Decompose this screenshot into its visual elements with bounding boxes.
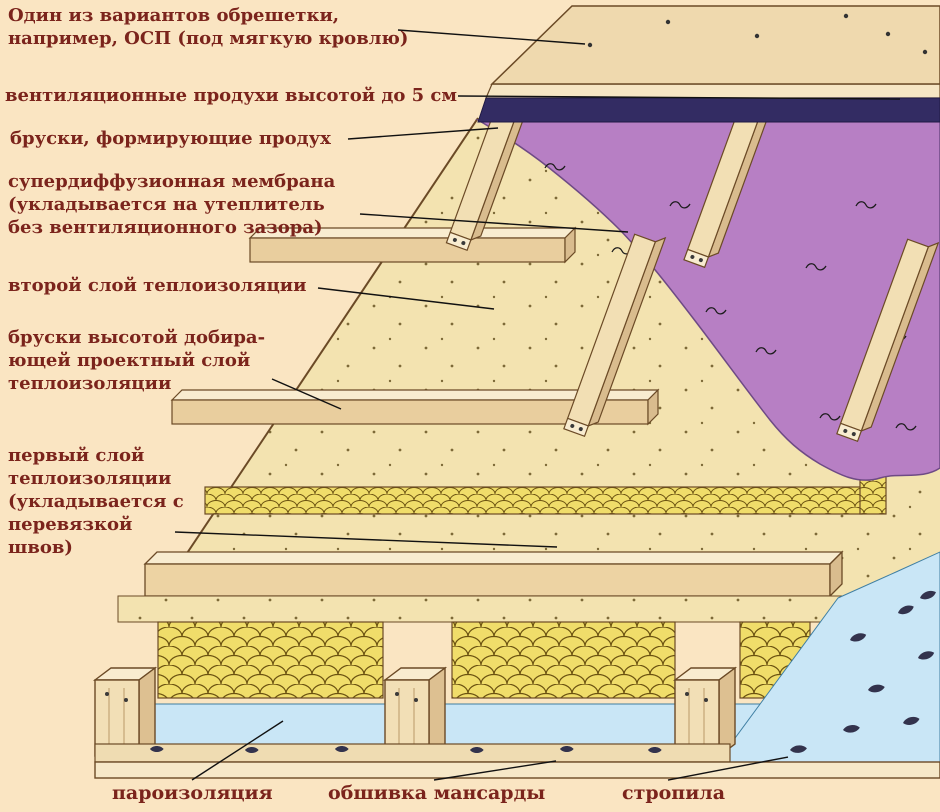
leader-vent bbox=[457, 95, 901, 100]
label-rafters: стропила bbox=[622, 782, 726, 804]
osb-sheathing bbox=[485, 5, 940, 99]
make-up-batten bbox=[143, 550, 844, 598]
counter-battens bbox=[445, 109, 940, 443]
leader-second-layer bbox=[317, 287, 495, 310]
rafter-post bbox=[92, 666, 158, 758]
leader-first-layer bbox=[174, 531, 558, 548]
label-makeup-battens: бруски высотой добира- ющей проектный сл… bbox=[8, 327, 266, 395]
ceiling-plank bbox=[94, 743, 731, 763]
ventilation-gap bbox=[477, 97, 940, 123]
leader-membrane bbox=[359, 213, 629, 233]
rafter-posts bbox=[92, 666, 738, 758]
leader-paroizolyaciya bbox=[191, 720, 284, 781]
leader-bruski-height bbox=[271, 378, 342, 410]
label-membrane: супердиффузионная мембрана (укладывается… bbox=[8, 171, 336, 239]
bottom-structure bbox=[92, 550, 940, 779]
rafter-post bbox=[672, 666, 738, 758]
label-attic-sheathing: обшивка мансарды bbox=[328, 782, 546, 804]
label-vapor-barrier: пароизоляция bbox=[112, 782, 273, 804]
leader-bruski-produh bbox=[347, 127, 499, 140]
leader-obshivka bbox=[433, 760, 557, 781]
leader-stropila bbox=[667, 756, 789, 781]
label-second-insulation-layer: второй слой теплоизоляции bbox=[8, 275, 307, 296]
osb-screws bbox=[587, 13, 928, 55]
rafter-side-panel bbox=[715, 551, 940, 765]
leader-osb bbox=[397, 29, 586, 45]
rafter-post bbox=[382, 666, 448, 758]
first-layer-top bbox=[117, 595, 849, 623]
label-osb-sheathing: Один из вариантов обрешетки, например, О… bbox=[8, 5, 409, 50]
bottom-board bbox=[94, 761, 940, 779]
label-first-insulation-layer: первый слой теплоизоляции (укладывается … bbox=[8, 445, 184, 559]
leader-lines bbox=[174, 29, 901, 781]
membrane-layer bbox=[475, 119, 940, 481]
label-counter-battens: бруски, формирующие продух bbox=[10, 128, 331, 149]
label-ventilation-gap: вентиляционные продухи высотой до 5 см bbox=[5, 85, 457, 106]
